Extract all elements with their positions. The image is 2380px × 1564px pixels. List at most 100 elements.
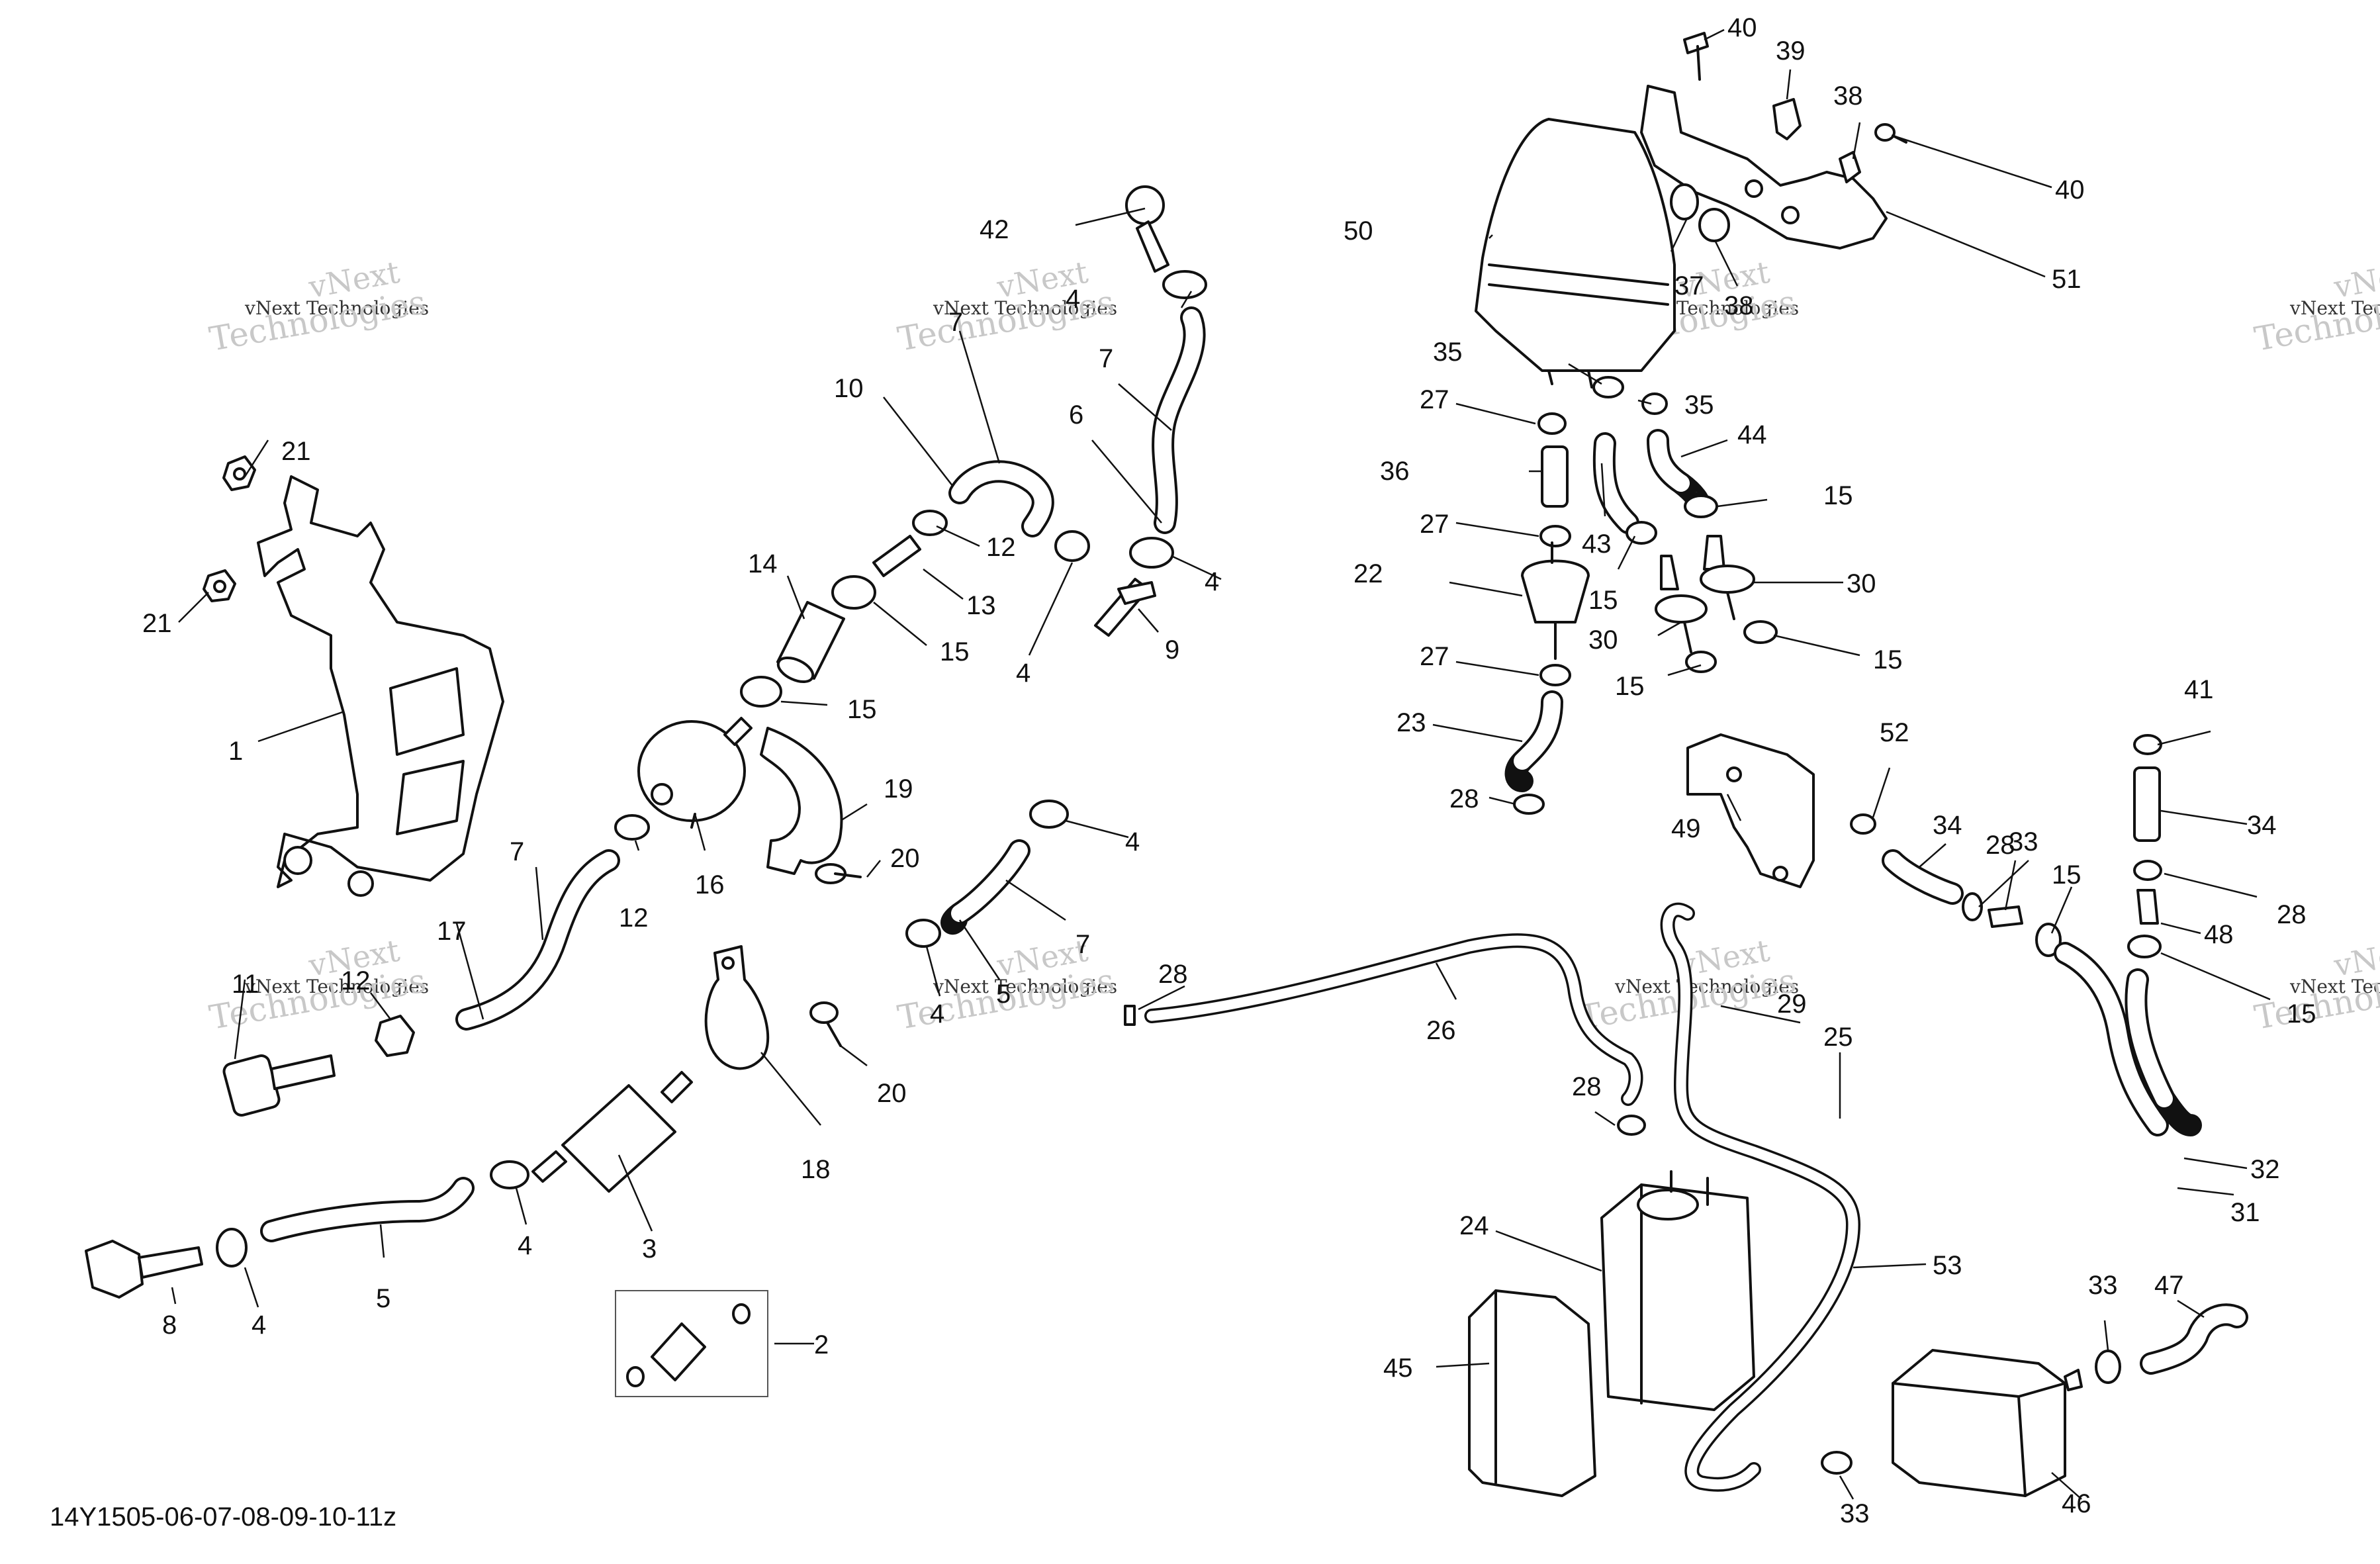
part-bolt-40a bbox=[1683, 32, 1709, 81]
part-clamp-28b bbox=[1617, 1115, 1646, 1136]
part-valve-30b bbox=[1655, 555, 1708, 653]
part-hose-34a bbox=[1882, 849, 1964, 905]
part-fitting-33a bbox=[1988, 905, 2023, 928]
part-fitting-48 bbox=[2136, 889, 2159, 925]
part-bolt-20a bbox=[815, 863, 862, 884]
callout-14: 14 bbox=[748, 549, 778, 578]
part-clamp-12c bbox=[912, 510, 948, 536]
part-hose-5 bbox=[260, 1177, 475, 1242]
callout-7: 7 bbox=[1076, 930, 1090, 959]
callout-28: 28 bbox=[1986, 831, 2015, 860]
callout-40: 40 bbox=[1727, 13, 1757, 42]
part-clamp-27b bbox=[1539, 525, 1571, 547]
callout-17: 17 bbox=[437, 917, 467, 946]
part-hose-7-left bbox=[455, 849, 620, 1031]
callout-50: 50 bbox=[1344, 216, 1373, 246]
part-clamp-4f bbox=[1029, 800, 1069, 829]
callout-22: 22 bbox=[1353, 559, 1383, 588]
callout-9: 9 bbox=[1165, 635, 1179, 665]
callout-15: 15 bbox=[2052, 860, 2082, 890]
callout-27: 27 bbox=[1420, 642, 1449, 671]
part-clamp-28e bbox=[2133, 860, 2162, 881]
watermark-line2: vNext Technologies bbox=[933, 297, 1117, 319]
part-clamp-28a bbox=[1124, 1005, 1136, 1026]
callout-39: 39 bbox=[1776, 36, 1806, 66]
watermark-line2: vNext Technologies bbox=[933, 976, 1117, 997]
callout-4: 4 bbox=[252, 1311, 266, 1340]
callout-42: 42 bbox=[980, 215, 1009, 244]
callout-33: 33 bbox=[2009, 827, 2038, 856]
part-tee-9 bbox=[1094, 578, 1156, 637]
callout-53: 53 bbox=[1933, 1251, 1962, 1280]
part-clamp-41 bbox=[2133, 734, 2162, 755]
callout-40: 40 bbox=[2055, 175, 2085, 205]
callout-28: 28 bbox=[1449, 784, 1479, 813]
part-banjo-42 bbox=[1125, 185, 1169, 273]
callout-7: 7 bbox=[510, 837, 524, 866]
part-clamp-15d bbox=[1625, 521, 1657, 545]
callout-48: 48 bbox=[2204, 920, 2234, 949]
callout-46: 46 bbox=[2062, 1489, 2091, 1518]
part-line-26 bbox=[1144, 933, 1643, 1106]
callout-4: 4 bbox=[1016, 659, 1030, 688]
part-connector-11 bbox=[222, 1054, 336, 1117]
callout-30: 30 bbox=[1588, 625, 1618, 655]
part-clamp-12b bbox=[614, 814, 650, 841]
part-clamp-15h bbox=[2127, 935, 2162, 958]
callout-49: 49 bbox=[1671, 814, 1701, 843]
callout-30: 30 bbox=[1847, 569, 1876, 598]
part-clamp-35b bbox=[1641, 392, 1668, 415]
part-clamp-15c bbox=[1684, 494, 1718, 518]
callout-28: 28 bbox=[1158, 960, 1188, 989]
watermark-line2: vNext Technologies bbox=[2289, 976, 2380, 997]
callout-7: 7 bbox=[1099, 344, 1113, 373]
part-hose-6 bbox=[1152, 306, 1206, 534]
part-bolt-20b bbox=[809, 1001, 842, 1047]
part-clamp-4d bbox=[490, 1160, 529, 1189]
part-clamp-15a bbox=[740, 676, 782, 708]
watermark-line2: vNext Technologies bbox=[244, 976, 429, 997]
part-bracket-1 bbox=[257, 475, 504, 897]
part-clamp-4g bbox=[905, 919, 941, 948]
part-clamp-15e bbox=[1743, 620, 1778, 644]
part-tank-50 bbox=[1475, 118, 1676, 389]
part-clamp-15b bbox=[831, 575, 876, 610]
callout-27: 27 bbox=[1420, 385, 1449, 414]
callout-labels: 1 2 3 4 4 4 4 4 4 4 5 5 6 7 7 7 7 8 9 10… bbox=[142, 13, 2316, 1528]
callout-28: 28 bbox=[1572, 1072, 1602, 1101]
part-hose-44 bbox=[1647, 429, 1710, 514]
callout-35: 35 bbox=[1433, 338, 1463, 367]
callout-20: 20 bbox=[877, 1079, 907, 1108]
callout-1: 1 bbox=[228, 737, 243, 766]
callout-33: 33 bbox=[2088, 1271, 2118, 1300]
part-clamp-52 bbox=[1850, 813, 1876, 835]
watermark: vNext vNext Technologies Technologies bbox=[895, 254, 1117, 359]
callout-15: 15 bbox=[1588, 586, 1618, 615]
callout-15: 15 bbox=[1615, 672, 1645, 701]
callout-35: 35 bbox=[1684, 391, 1714, 420]
part-clip-39 bbox=[1772, 98, 1802, 140]
callout-10: 10 bbox=[834, 374, 864, 403]
callout-43: 43 bbox=[1582, 529, 1612, 559]
part-hose-10 bbox=[948, 460, 1054, 537]
part-clamp-33c bbox=[1821, 1451, 1853, 1475]
callout-4: 4 bbox=[518, 1231, 532, 1260]
part-line-25 bbox=[1660, 902, 1860, 1492]
parts-layer bbox=[85, 32, 2248, 1497]
callout-28: 28 bbox=[2277, 900, 2307, 929]
part-hose-31 bbox=[2054, 942, 2169, 1136]
part-pump-16 bbox=[637, 717, 753, 829]
part-fitting-13 bbox=[872, 535, 921, 577]
part-valve-30a bbox=[1700, 535, 1755, 620]
part-connector-8 bbox=[85, 1240, 203, 1299]
part-hose-34b bbox=[2133, 766, 2161, 842]
part-nut-21b bbox=[203, 569, 236, 602]
callout-23: 23 bbox=[1396, 708, 1426, 737]
callout-4: 4 bbox=[930, 999, 944, 1029]
callout-15: 15 bbox=[847, 695, 877, 724]
part-bracket-49 bbox=[1686, 733, 1815, 888]
part-clamp-27c bbox=[1539, 664, 1571, 686]
callout-20: 20 bbox=[890, 844, 920, 873]
callout-19: 19 bbox=[884, 774, 913, 804]
